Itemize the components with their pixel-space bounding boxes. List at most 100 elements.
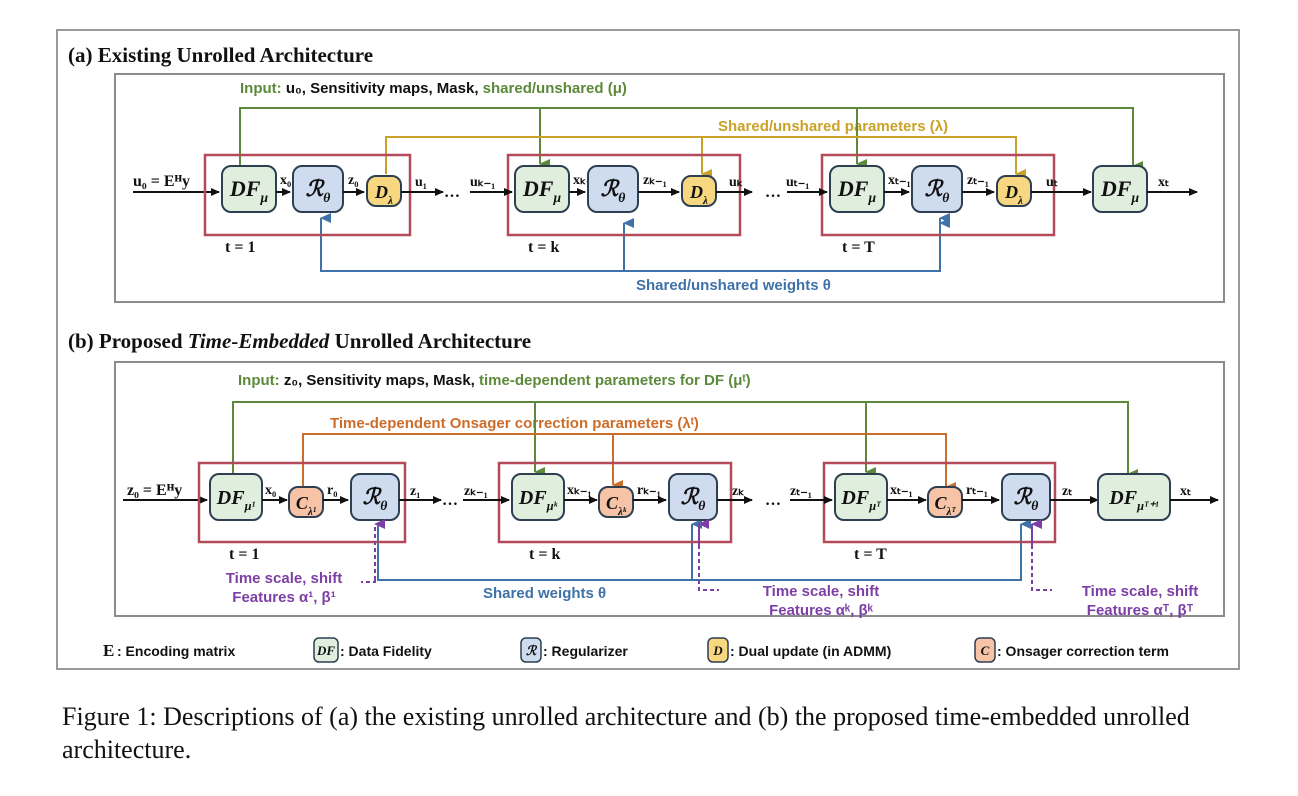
panel-a-lambda-label: Shared/unshared parameters (λ) (718, 118, 948, 135)
legend-swatch-df (313, 637, 339, 663)
legend-item-c: C: Onsager correction term (974, 637, 1169, 663)
time-embed-line-b-3 (1031, 524, 1052, 591)
panel-b-lambda-bus (302, 433, 956, 492)
reg-node-b-1: ℛθ (350, 473, 400, 521)
reg-node-a-2: ℛθ (587, 165, 639, 213)
dual-node-a-2: Dλ (681, 175, 717, 207)
label-zT: zₜ (1062, 484, 1072, 499)
onsager-node-b-3: Cλᵀ (927, 486, 963, 518)
reg-node-a-1-shape (292, 165, 344, 213)
df-node-a-2-label: DFμ (522, 176, 562, 205)
reg-node-a-1: ℛθ (292, 165, 344, 213)
legend-item-df: DF: Data Fidelity (313, 637, 432, 663)
reg-node-a-3-shape (911, 165, 963, 213)
panel-b-weights-label: Shared weights θ (483, 585, 606, 602)
legend-text-c: : Onsager correction term (997, 643, 1169, 659)
panel-a-input-bus (239, 107, 1143, 171)
panel-b-input-label: Input: z₀, Sensitivity maps, Mask, time-… (238, 372, 751, 389)
reg-node-a-1-label: ℛθ (306, 176, 331, 205)
time-embed-label-b-3-line1: Time scale, shift (1082, 583, 1198, 600)
time-embed-line-b-2 (698, 524, 719, 591)
label-z1: z₁ (410, 484, 420, 499)
label-zk-1: zₖ₋₁ (464, 484, 488, 499)
step-label-b-1: t = 1 (229, 546, 259, 563)
label-uT-1: uₜ₋₁ (786, 175, 810, 190)
label-x-b-3: xₜ₋₁ (890, 483, 913, 498)
step-box-b-2 (497, 461, 733, 544)
df-node-b-1-label: DFμ¹ (216, 487, 256, 513)
legend-swatch-r (520, 637, 542, 663)
reg-node-b-1-label: ℛθ (363, 484, 388, 513)
legend-item-plain: E: Encoding matrix (103, 641, 235, 660)
reg-node-b-3-shape (1001, 473, 1051, 521)
df-node-b-3-label: DFμᵀ (840, 487, 882, 513)
panel-b-title: (b) Proposed Time-Embedded Unrolled Arch… (68, 329, 531, 353)
onsager-node-b-1-label: Cλ¹ (296, 493, 316, 518)
label-uT: uₜ (1046, 175, 1058, 190)
df-node-b-3: DFμᵀ (834, 473, 888, 521)
final-df-node-b-shape (1097, 473, 1171, 521)
onsager-node-b-2: Cλᵏ (598, 486, 634, 518)
step-label-b-2: t = k (529, 546, 560, 563)
reg-node-b-2-label: ℛθ (681, 484, 706, 513)
ellipsis-b-1: … (442, 492, 458, 509)
reg-node-b-2: ℛθ (668, 473, 718, 521)
df-node-a-2: DFμ (514, 165, 570, 213)
label-uk-1: uₖ₋₁ (470, 175, 495, 190)
df-node-b-1: DFμ¹ (209, 473, 263, 521)
label-x-a-1: x₀ (280, 173, 291, 188)
df-node-a-3-label: DFμ (837, 176, 877, 205)
label-z-a-3: zₜ₋₁ (967, 173, 989, 188)
dual-node-a-1: Dλ (366, 175, 402, 207)
df-node-a-3: DFμ (829, 165, 885, 213)
label-r-b-3: rₜ₋₁ (966, 483, 988, 498)
dual-node-a-3-label: Dλ (1004, 182, 1023, 207)
legend-swatch-d (707, 637, 729, 663)
panel-a-title: (a) Existing Unrolled Architecture (68, 43, 373, 67)
step-label-a-2: t = k (528, 239, 559, 256)
label-z-a-1: z₀ (348, 173, 358, 188)
onsager-node-b-3-shape (927, 486, 963, 518)
label-r-b-2: rₖ₋₁ (637, 483, 661, 498)
legend-item-r: ℛ: Regularizer (520, 637, 628, 663)
onsager-node-b-2-shape (598, 486, 634, 518)
dual-node-a-2-label: Dλ (689, 182, 708, 207)
label-zk: zₖ (732, 484, 744, 499)
legend-symbol-d: D (712, 643, 723, 658)
step-label-b-3: t = T (854, 546, 887, 563)
reg-node-b-2-shape (668, 473, 718, 521)
df-node-a-1-shape (221, 165, 277, 213)
panel-b-input-bus (232, 401, 1138, 479)
time-embed-line-b-1 (361, 580, 376, 583)
time-embed-label-b-2-line2: Features αᵏ, βᵏ (769, 602, 874, 619)
panel-a-weights-bus (320, 218, 950, 272)
reg-node-a-2-shape (587, 165, 639, 213)
reg-node-b-3: ℛθ (1001, 473, 1051, 521)
df-node-a-3-shape (829, 165, 885, 213)
time-embed-label-b-1-line1: Time scale, shift (226, 570, 342, 587)
ellipsis-a-1: … (444, 184, 460, 201)
step-box-a-1 (203, 153, 412, 237)
onsager-node-b-3-label: Cλᵀ (935, 493, 957, 518)
panel-b-input-signal: z₀ = Eᴴy (127, 482, 182, 499)
reg-node-a-3: ℛθ (911, 165, 963, 213)
ellipsis-b-2: … (765, 492, 781, 509)
panel-a-box (114, 73, 1225, 303)
label-x-a-3: xₜ₋₁ (888, 173, 911, 188)
label-output-b: xₜ (1180, 484, 1191, 499)
legend: E: Encoding matrix DF: Data Fidelity ℛ: Re… (103, 637, 1169, 663)
label-x-b-1: x₀ (265, 483, 276, 498)
ellipsis-a-2: … (765, 184, 781, 201)
df-node-b-1-shape (209, 473, 263, 521)
df-node-a-2-shape (514, 165, 570, 213)
legend-text-df: : Data Fidelity (340, 643, 432, 659)
final-df-node-a: DFμ (1092, 165, 1148, 213)
time-embed-label-b-2-line1: Time scale, shift (763, 583, 879, 600)
step-box-b-1 (197, 461, 407, 544)
legend-text-d: : Dual update (in ADMM) (730, 643, 891, 659)
legend-text-plain: : Encoding matrix (117, 643, 235, 659)
legend-symbol-r: ℛ (526, 643, 538, 658)
df-node-a-1-label: DFμ (229, 176, 269, 205)
label-uk: uₖ (729, 175, 743, 190)
